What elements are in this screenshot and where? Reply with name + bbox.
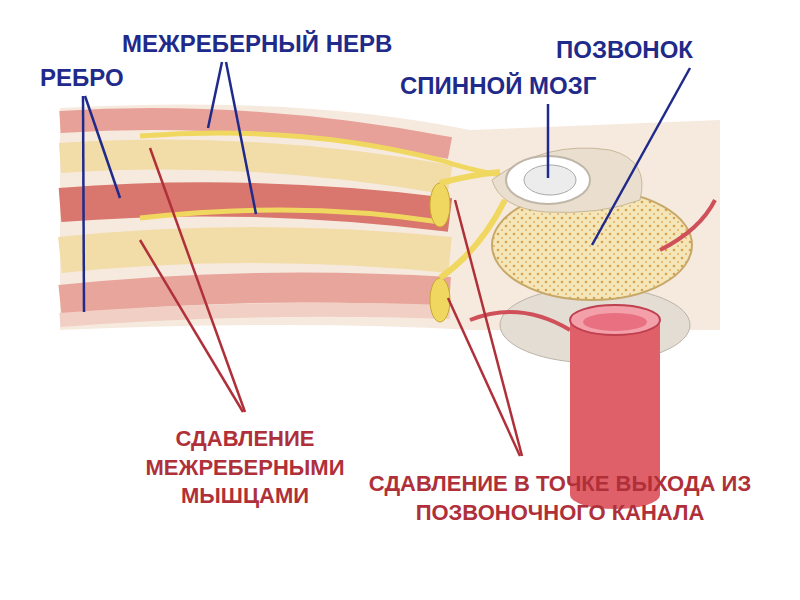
muscle-layer: [60, 310, 450, 320]
nerve-ganglion: [430, 278, 450, 322]
part-label: МЕЖРЕБЕРНЫЙ НЕРВ: [122, 28, 392, 59]
aorta-opening: [583, 313, 647, 331]
aorta: [570, 320, 660, 495]
vertebral-arch: [492, 148, 642, 213]
part-label: СПИННОЙ МОЗГ: [400, 70, 596, 101]
leader-line: [448, 298, 520, 456]
leader-line: [208, 62, 222, 128]
cause-label: СДАВЛЕНИЕ В ТОЧКЕ ВЫХОДА ИЗ ПОЗВОНОЧНОГО…: [350, 470, 770, 527]
leader-line: [140, 240, 243, 412]
leader-line: [83, 96, 84, 312]
tissue-ground: [60, 104, 720, 330]
rib: [60, 245, 450, 255]
part-label: ПОЗВОНОК: [556, 34, 693, 65]
intercostal-nerve: [140, 133, 500, 175]
aorta-opening: [570, 305, 660, 335]
nerve-ganglion: [430, 183, 450, 227]
leader-line: [226, 62, 256, 214]
intercostal-nerve: [140, 210, 440, 222]
spinal-cord: [524, 165, 576, 195]
leader-line: [85, 96, 120, 198]
nerve-root: [440, 172, 500, 183]
leader-line: [592, 68, 690, 245]
leader-line: [455, 200, 522, 456]
rib: [60, 154, 450, 180]
cause-label: СДАВЛЕНИЕ МЕЖРЕБЕРНЫМИ МЫШЦАМИ: [95, 425, 395, 511]
leader-line: [547, 104, 550, 178]
blood-vessel: [660, 200, 715, 250]
part-label: РЕБРО: [40, 62, 124, 93]
muscle-layer: [60, 288, 450, 301]
